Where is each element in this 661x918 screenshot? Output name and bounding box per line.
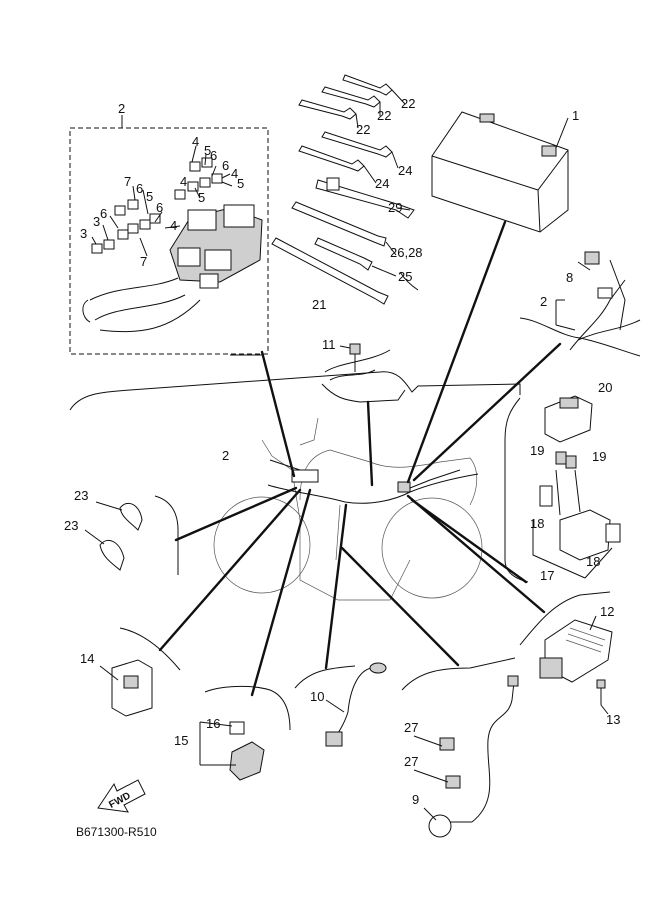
callout-18b: 18 <box>586 554 600 569</box>
callout-6a: 6 <box>100 206 107 221</box>
relay-14-icon <box>99 659 153 717</box>
battery-icon <box>431 111 569 233</box>
callout-24b: 24 <box>375 176 389 191</box>
sensor-10-icon <box>325 662 387 747</box>
callout-19a: 19 <box>530 443 544 458</box>
callout-6c: 6 <box>156 200 163 215</box>
callout-2-box: 2 <box>118 101 125 116</box>
callout-18a: 18 <box>530 516 544 531</box>
bracket-lines <box>69 271 641 731</box>
callout-7b: 7 <box>140 254 147 269</box>
callout-15: 15 <box>174 733 188 748</box>
callout-25: 25 <box>398 269 412 284</box>
callout-2-frame: 2 <box>222 448 229 463</box>
callout-24a: 24 <box>398 163 412 178</box>
callout-23a: 23 <box>74 488 88 503</box>
thick-leaders <box>158 220 562 697</box>
motorcycle-outline <box>213 417 483 601</box>
cable-ties-group <box>271 74 415 305</box>
callout-1: 1 <box>572 108 579 123</box>
callout-3a: 3 <box>80 226 87 241</box>
callout-22c: 22 <box>356 122 370 137</box>
callout-11: 11 <box>322 337 336 352</box>
sub-harness-right-icon <box>555 251 641 351</box>
callout-7a: 7 <box>124 174 131 189</box>
callout-10: 10 <box>310 689 324 704</box>
callout-8: 8 <box>566 270 573 285</box>
starter-relay-icon <box>532 395 621 579</box>
sensor-9-icon <box>413 675 519 838</box>
callout-23b: 23 <box>64 518 78 533</box>
callout-6b: 6 <box>136 181 143 196</box>
callout-20: 20 <box>598 380 612 395</box>
callout-27a: 27 <box>404 720 418 735</box>
callout-22a: 22 <box>401 96 415 111</box>
diagram-code: B671300-R510 <box>76 825 157 839</box>
callout-2-right: 2 <box>540 294 547 309</box>
fuse-leaders <box>91 145 233 257</box>
fuse-box-group <box>69 115 269 355</box>
callout-6e: 6 <box>222 158 229 173</box>
callout-19b: 19 <box>592 449 606 464</box>
callout-5c: 5 <box>237 176 244 191</box>
callout-5a: 5 <box>146 189 153 204</box>
callout-9: 9 <box>412 792 419 807</box>
callout-12: 12 <box>600 604 614 619</box>
callout-5b: 5 <box>204 143 211 158</box>
ground-bolt-icon <box>324 343 391 381</box>
callouts: 2 1 2 8 2 3 3 6 7 6 5 6 4 7 4 5 6 6 4 4 … <box>64 96 620 839</box>
callout-14: 14 <box>80 651 94 666</box>
clamps-23-icon <box>84 501 143 571</box>
callout-4b: 4 <box>192 134 199 149</box>
callout-27b: 27 <box>404 754 418 769</box>
fuse-block-icon <box>82 157 263 333</box>
harness-connectors-icon <box>291 469 319 483</box>
callout-29: 29 <box>388 200 402 215</box>
callout-4d: 4 <box>231 166 238 181</box>
callout-6d: 6 <box>210 148 217 163</box>
callout-21: 21 <box>312 297 326 312</box>
callout-4c: 4 <box>180 174 187 189</box>
fwd-arrow-icon <box>97 779 146 813</box>
callout-4a: 4 <box>170 218 177 233</box>
callout-17: 17 <box>540 568 554 583</box>
regulator-icon <box>539 615 613 715</box>
callout-13: 13 <box>606 712 620 727</box>
callout-16: 16 <box>206 716 220 731</box>
callout-26-28: 26,28 <box>390 245 423 260</box>
callout-22b: 22 <box>377 108 391 123</box>
callout-3b: 3 <box>93 214 100 229</box>
connectors-15-16-icon <box>199 721 265 781</box>
callout-5d: 5 <box>198 190 205 205</box>
